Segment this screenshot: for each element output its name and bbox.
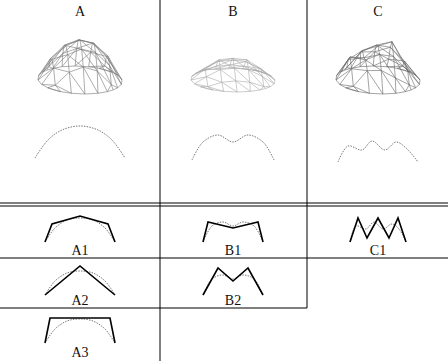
panel-label: A [75,5,85,19]
panel-label: A1 [71,244,88,258]
wireframe-meshes [38,40,420,94]
panel-label: A2 [71,294,88,308]
panel-label: B1 [225,244,241,258]
panel-label: A3 [71,346,88,360]
profiles [35,126,418,343]
panel-label: B2 [225,294,241,308]
panel-label: C1 [370,244,386,258]
panel-label: C [373,5,382,19]
panel-label: B [228,5,237,19]
